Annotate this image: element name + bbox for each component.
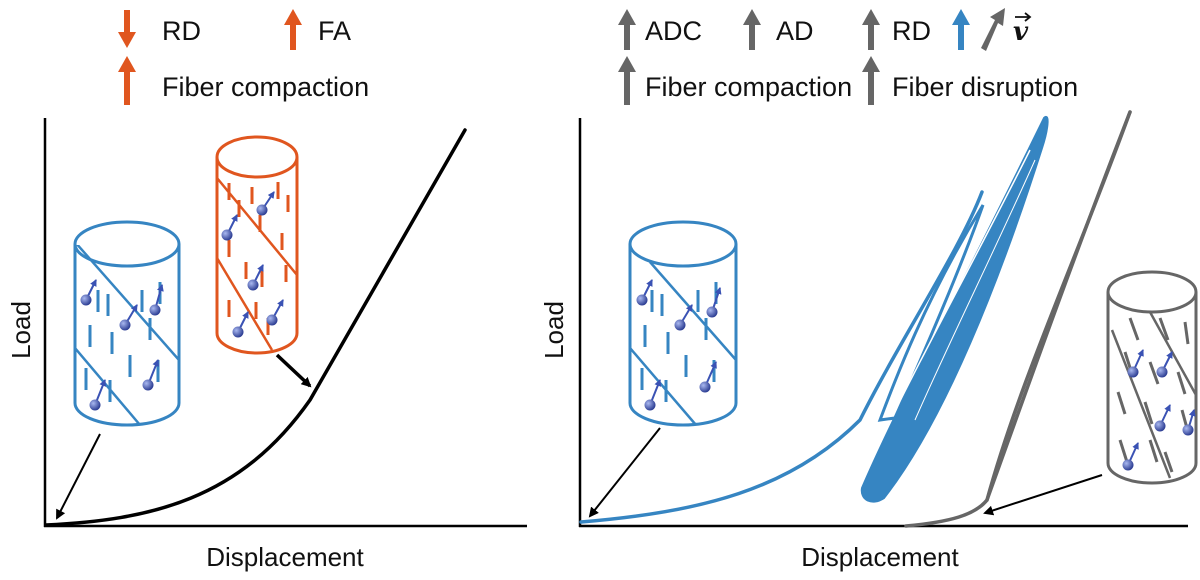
- left-y-axis-label: Load: [6, 301, 36, 359]
- vector-overarrow-icon: [1015, 12, 1032, 22]
- pointer-arrow-linear: [275, 353, 312, 388]
- particle-sphere-icon: [1127, 366, 1139, 378]
- up-arrow-icon: [284, 9, 302, 50]
- right-legend: ADC AD RD v Fiber compaction: [618, 8, 1078, 105]
- particle-sphere-icon: [89, 399, 101, 411]
- pointer-arrow-right-toe: [588, 427, 661, 518]
- particle-sphere-icon: [221, 229, 233, 241]
- legend-label-fiber-compaction-right: Fiber compaction: [645, 72, 852, 102]
- particle-sphere-icon: [644, 399, 656, 411]
- down-arrow-icon: [118, 10, 136, 48]
- left-load-curve: [44, 128, 467, 527]
- legend-label-fiber-disruption: Fiber disruption: [892, 72, 1078, 102]
- legend-label-rd: RD: [162, 16, 201, 46]
- particle-sphere-icon: [142, 379, 154, 391]
- pointer-arrow-failure: [983, 474, 1103, 516]
- right-panel: ADC AD RD v Fiber compaction: [539, 8, 1198, 572]
- particle-sphere-icon: [1154, 420, 1166, 432]
- cyclic-load-curve-gray: [904, 110, 1132, 528]
- particle-sphere-icon: [80, 294, 92, 306]
- left-panel: RD FA Fiber compaction Load Displacement: [6, 9, 527, 572]
- up-arrow-icon: [743, 9, 761, 50]
- vector-v-label: v: [1013, 17, 1029, 47]
- cyclic-load-curve-blue: [579, 115, 1049, 524]
- right-y-axis-label: Load: [539, 301, 569, 359]
- cylinder-gray: [1106, 270, 1198, 485]
- left-x-axis-label: Displacement: [206, 542, 364, 572]
- particle-sphere-icon: [1122, 459, 1134, 471]
- particle-sphere-icon: [1156, 366, 1168, 378]
- left-axes: [43, 118, 527, 528]
- legend-label-fa: FA: [318, 16, 351, 46]
- up-arrow-icon: [862, 56, 880, 105]
- cylinder-blue-left: [73, 220, 181, 427]
- up-arrow-icon: [618, 9, 636, 50]
- particle-sphere-icon: [256, 204, 268, 216]
- legend-label-rd-right: RD: [892, 16, 931, 46]
- particle-sphere-icon: [674, 319, 686, 331]
- particle-sphere-icon: [266, 314, 278, 326]
- up-arrow-icon: [952, 9, 970, 50]
- pointer-arrow-toe: [56, 433, 101, 520]
- legend-label-ad: AD: [776, 16, 814, 46]
- particle-sphere-icon: [247, 279, 259, 291]
- legend-label-adc: ADC: [645, 16, 702, 46]
- diagonal-arrow-icon: [981, 8, 1005, 51]
- up-arrow-icon: [618, 56, 636, 105]
- particle-sphere-icon: [706, 306, 718, 318]
- cylinder-blue-right: [628, 220, 738, 427]
- cylinder-orange: [215, 135, 299, 355]
- legend-label-fiber-compaction: Fiber compaction: [162, 72, 369, 102]
- particle-sphere-icon: [1182, 424, 1194, 436]
- particle-sphere-icon: [119, 319, 131, 331]
- particle-group: [80, 191, 1196, 471]
- particle-sphere-icon: [699, 381, 711, 393]
- up-arrow-icon: [118, 56, 136, 105]
- particle-sphere-icon: [149, 304, 161, 316]
- particle-sphere-icon: [232, 326, 244, 338]
- up-arrow-icon: [862, 9, 880, 50]
- left-legend: RD FA Fiber compaction: [118, 9, 369, 105]
- right-x-axis-label: Displacement: [801, 542, 959, 572]
- right-axes: [578, 118, 1188, 528]
- particle-sphere-icon: [636, 294, 648, 306]
